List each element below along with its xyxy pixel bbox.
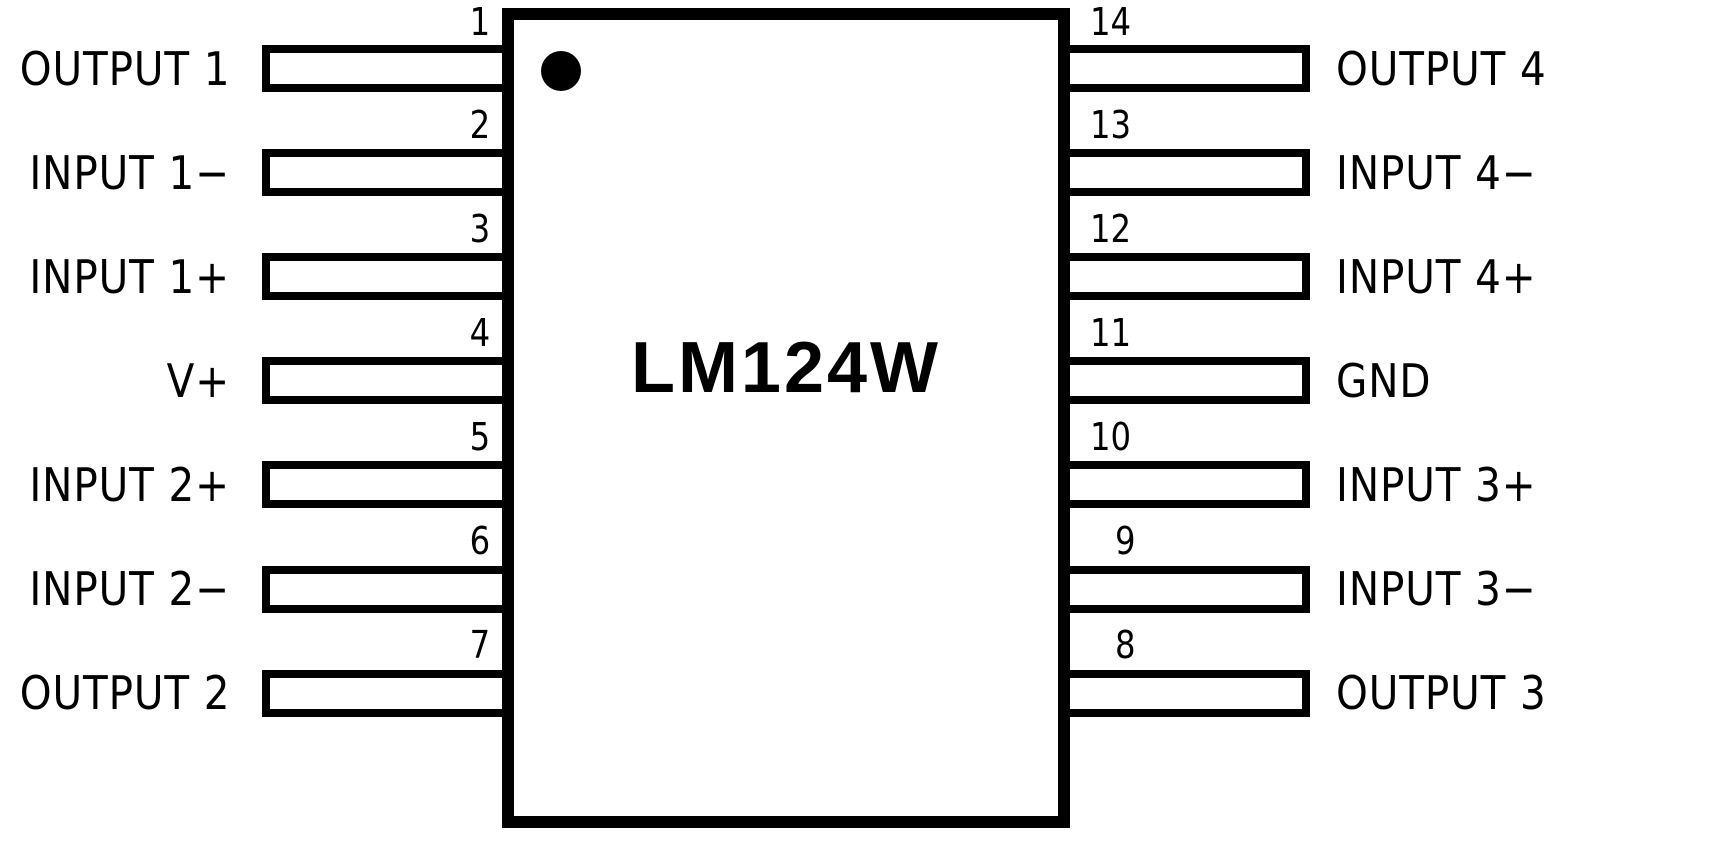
pin-label-11: GND bbox=[1336, 354, 1432, 408]
pin-label-5: INPUT 2+ bbox=[29, 458, 230, 512]
pin-label-2: INPUT 1− bbox=[29, 146, 230, 200]
pin-7 bbox=[262, 670, 502, 717]
pin-label-7: OUTPUT 2 bbox=[19, 666, 230, 720]
pin-label-12: INPUT 4+ bbox=[1336, 250, 1537, 304]
pin-label-1: OUTPUT 1 bbox=[19, 42, 230, 96]
pin-10 bbox=[1070, 461, 1310, 508]
pin1-marker-dot bbox=[541, 51, 581, 91]
pin-1 bbox=[262, 45, 502, 92]
pin-label-6: INPUT 2− bbox=[29, 562, 230, 616]
part-name: LM124W bbox=[630, 328, 942, 408]
chip-body bbox=[502, 8, 1070, 828]
pin-6 bbox=[262, 566, 502, 613]
pin-5 bbox=[262, 461, 502, 508]
pin-4 bbox=[262, 357, 502, 404]
pin-number-12: 12 bbox=[1090, 207, 1132, 251]
pin-number-3: 3 bbox=[469, 207, 490, 251]
pin-number-2: 2 bbox=[469, 103, 490, 147]
pin-label-14: OUTPUT 4 bbox=[1336, 42, 1547, 96]
pin-number-1: 1 bbox=[469, 0, 490, 44]
pin-number-6: 6 bbox=[469, 519, 490, 563]
pin-number-11: 11 bbox=[1090, 311, 1132, 355]
pin-8 bbox=[1070, 670, 1310, 717]
pin-number-10: 10 bbox=[1090, 415, 1132, 459]
pin-3 bbox=[262, 253, 502, 300]
pin-number-8: 8 bbox=[1115, 623, 1136, 667]
pin-13 bbox=[1070, 149, 1310, 196]
pin-label-13: INPUT 4− bbox=[1336, 146, 1537, 200]
pin-label-3: INPUT 1+ bbox=[29, 250, 230, 304]
pin-12 bbox=[1070, 253, 1310, 300]
pin-number-5: 5 bbox=[469, 415, 490, 459]
pin-14 bbox=[1070, 45, 1310, 92]
pin-label-10: INPUT 3+ bbox=[1336, 458, 1537, 512]
pin-label-8: OUTPUT 3 bbox=[1336, 666, 1547, 720]
pin-label-4: V+ bbox=[166, 354, 230, 408]
pin-number-4: 4 bbox=[469, 311, 490, 355]
pin-11 bbox=[1070, 357, 1310, 404]
pin-2 bbox=[262, 149, 502, 196]
pin-number-13: 13 bbox=[1090, 103, 1132, 147]
pin-number-14: 14 bbox=[1090, 0, 1132, 44]
pin-label-9: INPUT 3− bbox=[1336, 562, 1537, 616]
pin-number-7: 7 bbox=[469, 623, 490, 667]
pin-number-9: 9 bbox=[1115, 519, 1136, 563]
pin-9 bbox=[1070, 566, 1310, 613]
